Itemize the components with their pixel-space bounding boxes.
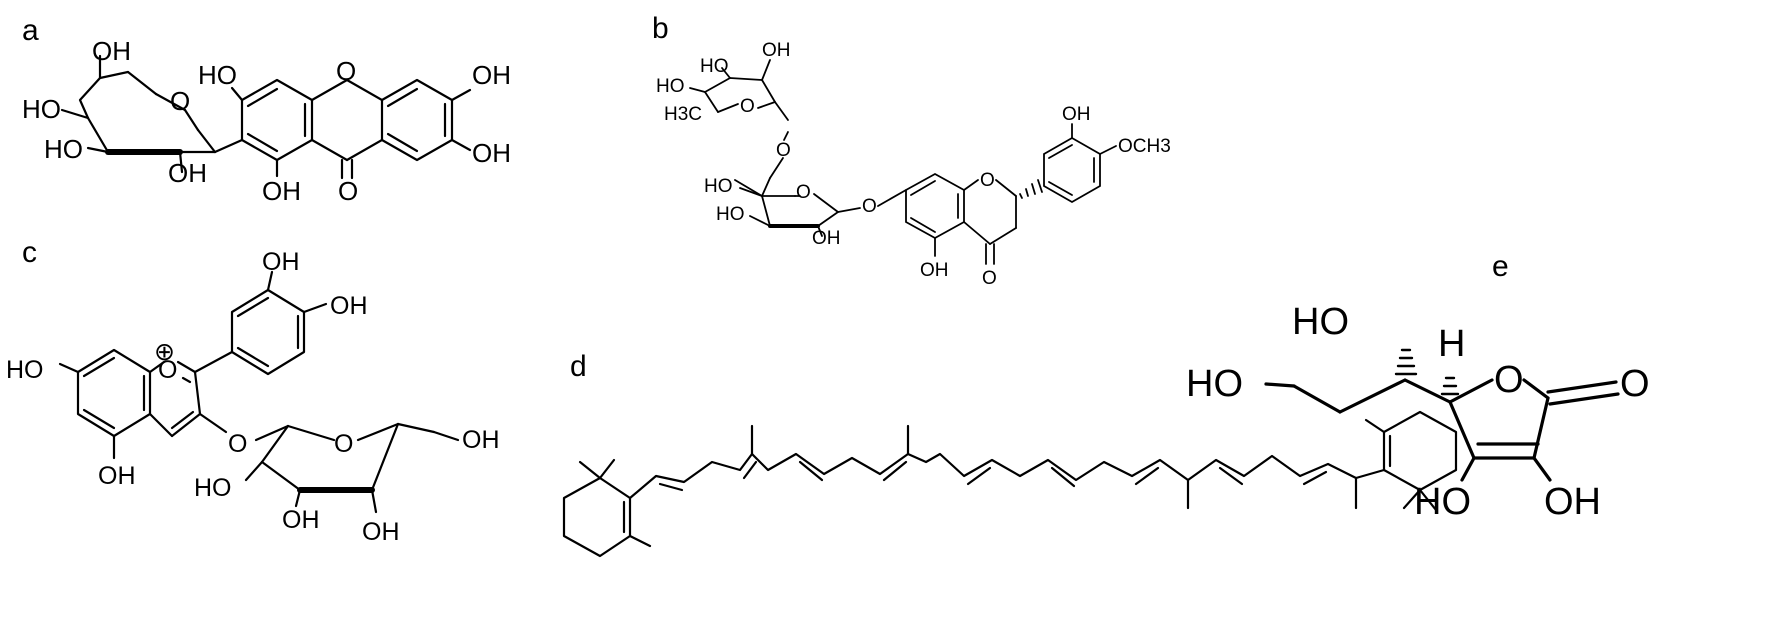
atom-label: OH [1544, 481, 1601, 523]
atom-label: OH [462, 426, 500, 454]
panel-label-b: b [652, 12, 669, 45]
panel-label-d: d [570, 350, 587, 383]
structure-c: c ⊕ O HO OH OH OH O [6, 236, 500, 546]
atom-label: HO [22, 94, 61, 124]
atom-label: HO [1292, 301, 1349, 343]
atom-label: HO [656, 76, 685, 97]
atom-label: O [338, 176, 358, 206]
atom-label: OH [472, 138, 511, 168]
structure-e: e HO HO H O O [1186, 250, 1650, 523]
atom-label: OH [98, 462, 136, 490]
atom-label: OH [262, 248, 300, 276]
panel-label-e: e [1492, 250, 1509, 283]
sugar-ring-bonds-a [78, 70, 130, 120]
atom-label: O [740, 96, 755, 117]
atom-label: OH [262, 176, 301, 206]
atom-label: HO [6, 356, 44, 384]
atom-label: OH [762, 40, 791, 61]
atom-label: OH [92, 36, 131, 66]
atom-label: O [228, 430, 247, 458]
atom-label: O [1620, 363, 1650, 405]
atom-label: HO [700, 56, 729, 77]
atom-label: OCH3 [1118, 136, 1171, 157]
atom-label: H3C [664, 104, 702, 125]
stereo-hash-ho [1394, 348, 1418, 376]
atom-label: ⊕ [154, 338, 175, 366]
flavanone-a-ring [905, 172, 965, 240]
atom-label: O [158, 356, 177, 384]
atom-label: H [1438, 323, 1465, 365]
atom-label: OH [330, 292, 368, 320]
atom-label: HO [1414, 481, 1471, 523]
atom-label: OH [812, 228, 841, 249]
anthocyanidin-b-ring [230, 288, 306, 376]
atom-label: HO [198, 60, 237, 90]
atom-label: HO [1186, 363, 1243, 405]
atom-label: OH [1062, 104, 1091, 125]
atom-label: O [334, 430, 353, 458]
atom-label: O [1494, 359, 1524, 401]
atom-label: O [980, 170, 995, 191]
xanthone-right-ring [380, 78, 454, 162]
beta-ionone-ring-left [562, 476, 632, 558]
atom-label: O [982, 268, 997, 289]
xanthone-left-ring [240, 78, 314, 162]
atom-label: O [796, 182, 811, 203]
atom-label: O [776, 140, 791, 161]
structure-d: d [562, 350, 1458, 558]
atom-label: HO [704, 176, 733, 197]
structure-a: a OH HO HO OH O [22, 14, 511, 206]
atom-label: OH [362, 518, 400, 546]
atom-label: O [170, 86, 190, 116]
structure-b: b OH HO HO O H3C O HO O [652, 12, 1171, 289]
atom-label: HO [44, 134, 83, 164]
atom-label: OH [920, 260, 949, 281]
atom-label: HO [716, 204, 745, 225]
beta-ionone-ring-right [1382, 410, 1458, 492]
panel-label-a: a [22, 14, 39, 47]
anthocyanidin-a-ring [76, 348, 152, 438]
atom-label: HO [194, 474, 232, 502]
flavanone-b-ring [1043, 136, 1101, 204]
polyene-chain [628, 452, 1386, 500]
atom-label: OH [472, 60, 511, 90]
atom-label: O [336, 56, 356, 86]
stereo-hash-h [1440, 376, 1460, 396]
atom-label: O [862, 196, 877, 217]
atom-label: OH [282, 506, 320, 534]
atom-label: OH [168, 158, 207, 188]
panel-label-c: c [22, 236, 37, 269]
stereo-hash [1019, 179, 1043, 199]
